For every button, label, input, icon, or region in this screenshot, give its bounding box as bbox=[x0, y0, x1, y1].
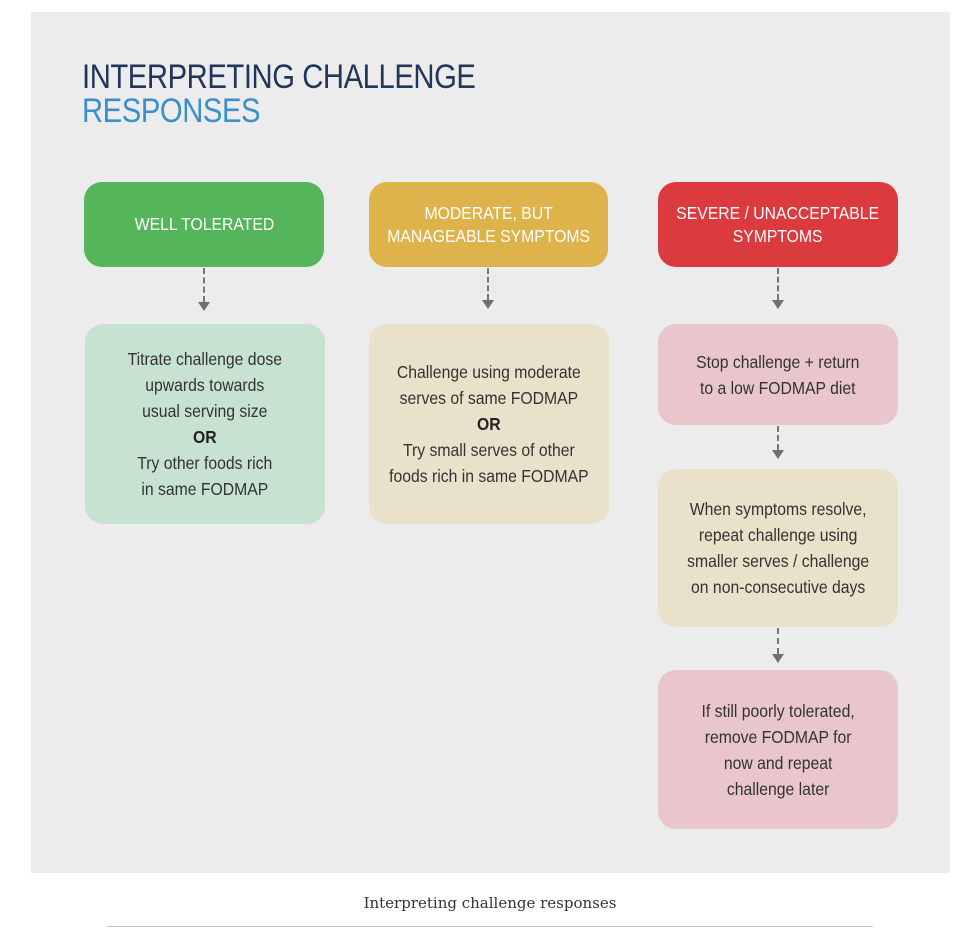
diagram-title: INTERPRETING CHALLENGE RESPONSES bbox=[82, 58, 476, 130]
header-line: SEVERE / UNACCEPTABLE bbox=[676, 202, 880, 223]
figure-caption: Interpreting challenge responses bbox=[363, 894, 617, 912]
box-line: Titrate challenge dose bbox=[127, 349, 283, 369]
box-line: Try other foods rich bbox=[137, 453, 273, 473]
box-line: If still poorly tolerated, bbox=[701, 700, 855, 721]
flow-arrow bbox=[482, 268, 494, 312]
flow-arrow bbox=[772, 268, 784, 312]
box-line: When symptoms resolve, bbox=[689, 499, 867, 519]
title-line-1: INTERPRETING CHALLENGE bbox=[82, 58, 476, 96]
box-line: challenge later bbox=[726, 778, 830, 799]
box-line: to a low FODMAP diet bbox=[700, 377, 856, 398]
or-separator: OR bbox=[193, 427, 217, 447]
box-line: smaller serves / challenge bbox=[686, 551, 870, 571]
box-line: serves of same FODMAP bbox=[399, 388, 579, 408]
box-line: Try small serves of other bbox=[403, 440, 575, 460]
header-line: MANAGEABLE SYMPTOMS bbox=[387, 225, 590, 246]
box-line: on non-consecutive days bbox=[690, 577, 866, 597]
header-line: WELL TOLERATED bbox=[134, 214, 274, 234]
remove-fodmap-box: If still poorly tolerated, remove FODMAP… bbox=[658, 670, 898, 829]
flow-arrow bbox=[198, 268, 210, 312]
well-tolerated-header: WELL TOLERATED bbox=[84, 182, 324, 267]
box-line: in same FODMAP bbox=[141, 479, 269, 499]
or-separator: OR bbox=[477, 414, 501, 434]
well-tolerated-action-box: Titrate challenge dose upwards towards u… bbox=[85, 324, 325, 524]
box-line: repeat challenge using bbox=[698, 525, 858, 545]
box-line: now and repeat bbox=[723, 752, 833, 773]
title-line-2: RESPONSES bbox=[82, 92, 261, 130]
header-line: SYMPTOMS bbox=[733, 225, 823, 246]
repeat-challenge-box: When symptoms resolve, repeat challenge … bbox=[658, 469, 898, 627]
header-line: MODERATE, BUT bbox=[424, 202, 553, 223]
flow-arrow bbox=[772, 628, 784, 664]
caption-divider bbox=[107, 926, 873, 927]
box-line: Stop challenge + return bbox=[696, 351, 860, 372]
severe-symptoms-header: SEVERE / UNACCEPTABLE SYMPTOMS bbox=[658, 182, 898, 267]
box-line: upwards towards bbox=[145, 375, 265, 395]
box-line: remove FODMAP for bbox=[704, 726, 852, 747]
flow-arrow bbox=[772, 426, 784, 460]
stop-challenge-box: Stop challenge + return to a low FODMAP … bbox=[658, 324, 898, 425]
box-line: foods rich in same FODMAP bbox=[389, 466, 589, 486]
box-line: usual serving size bbox=[142, 401, 268, 421]
moderate-symptoms-header: MODERATE, BUT MANAGEABLE SYMPTOMS bbox=[369, 182, 608, 267]
moderate-symptoms-action-box: Challenge using moderate serves of same … bbox=[369, 324, 609, 524]
box-line: Challenge using moderate bbox=[397, 362, 581, 382]
